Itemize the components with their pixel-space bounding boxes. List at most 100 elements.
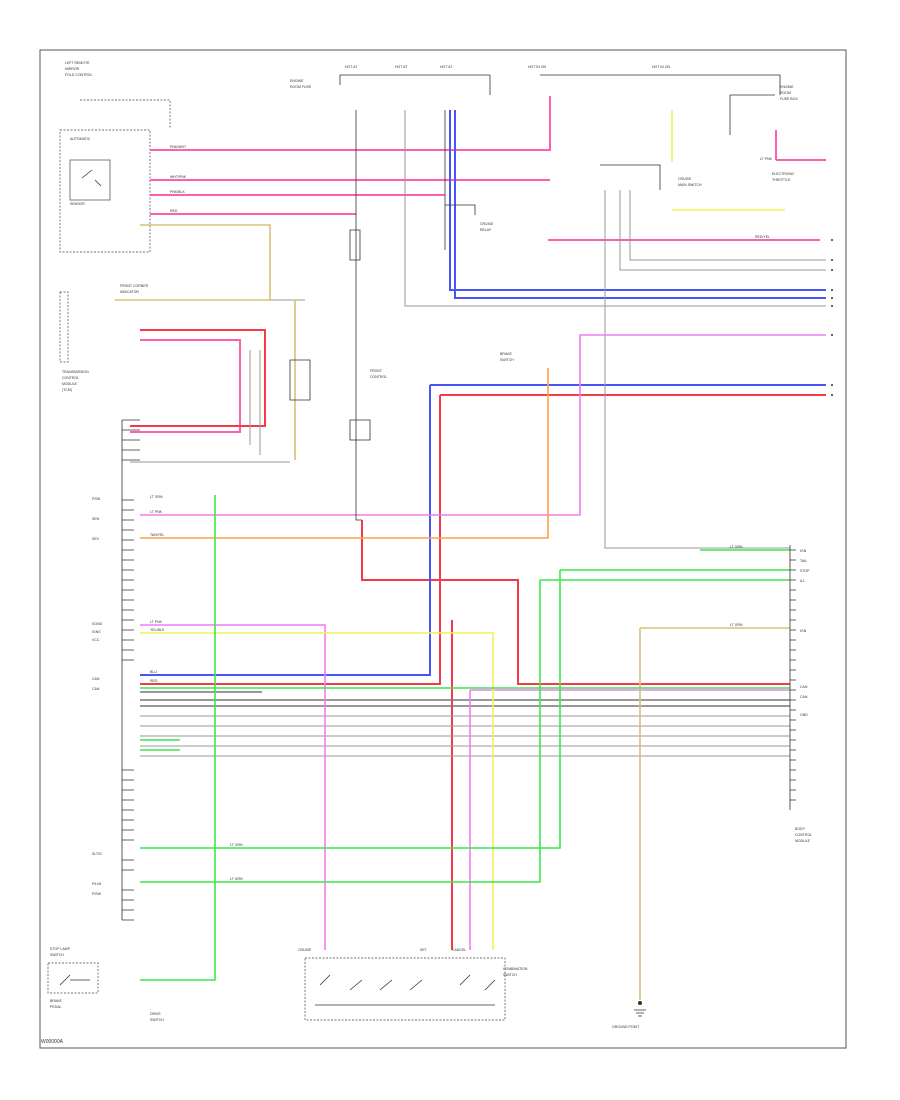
top-labels: ENGINE ROOM FUSE HOT AT HOT AT HOT AT HO…: [120, 65, 798, 379]
diagram-frame: [39, 49, 847, 1049]
svg-text:BRAKE: BRAKE: [500, 352, 513, 356]
svg-text:FRONT: FRONT: [370, 369, 383, 373]
svg-text:SWITCH: SWITCH: [50, 953, 64, 957]
diagram-code: W00000A: [41, 1039, 63, 1045]
svg-text:ROOM FUSE: ROOM FUSE: [290, 85, 312, 89]
gray-wires: [130, 110, 826, 757]
svg-text:WHT/PNK: WHT/PNK: [170, 175, 187, 179]
ground-point: GROUND POINT: [612, 1001, 646, 1029]
body-control-module: IGN TAIL STOP ILL IGN CAN CAN GND BODY C…: [789, 545, 812, 843]
svg-text:ENGINE: ENGINE: [290, 79, 304, 83]
svg-text:LT GRN: LT GRN: [730, 623, 743, 627]
svg-text:SGND: SGND: [92, 622, 103, 626]
svg-text:PEDAL: PEDAL: [50, 1005, 62, 1009]
automatic-mirror-component: AUTOMATIC SENSOR LEFT REMOTE MIRROR FOLD…: [59, 61, 171, 253]
svg-text:HOT AT: HOT AT: [395, 65, 408, 69]
svg-text:TAN/YEL: TAN/YEL: [150, 533, 164, 537]
svg-text:VCC: VCC: [92, 638, 100, 642]
svg-text:STOP LAMP: STOP LAMP: [50, 947, 71, 951]
svg-text:AUTOMATIC: AUTOMATIC: [70, 137, 91, 141]
svg-text:LT PNK: LT PNK: [150, 620, 163, 624]
svg-text:BRAKE: BRAKE: [50, 999, 63, 1003]
svg-text:CANCEL: CANCEL: [452, 948, 466, 952]
svg-text:SENSOR: SENSOR: [70, 202, 85, 206]
svg-text:SLT/G: SLT/G: [92, 852, 102, 856]
svg-text:CONTROL: CONTROL: [795, 833, 812, 837]
svg-text:CONTROL: CONTROL: [62, 376, 79, 380]
svg-text:CRUISE: CRUISE: [678, 177, 692, 181]
svg-text:COMBINATION: COMBINATION: [503, 967, 528, 971]
svg-text:MODULE: MODULE: [62, 382, 78, 386]
svg-text:LT GRN: LT GRN: [730, 545, 743, 549]
svg-text:SWITCH: SWITCH: [150, 1018, 164, 1022]
svg-text:THROTTLE: THROTTLE: [772, 178, 791, 182]
svg-text:LT PNK: LT PNK: [150, 510, 163, 514]
svg-text:HOT AT: HOT AT: [440, 65, 453, 69]
svg-text:FRONT CORNER: FRONT CORNER: [120, 284, 149, 288]
orange-yellow-tan-wires: [115, 110, 790, 1000]
svg-text:SEN: SEN: [92, 517, 100, 521]
svg-text:INDICATOR: INDICATOR: [120, 290, 139, 294]
svg-text:P/LIM: P/LIM: [92, 882, 101, 886]
svg-text:RELAY: RELAY: [480, 228, 492, 232]
svg-text:SWITCH: SWITCH: [503, 973, 517, 977]
blue-wires: [140, 110, 826, 676]
svg-text:(TCM): (TCM): [62, 388, 72, 392]
svg-text:MODULE: MODULE: [795, 839, 811, 843]
svg-text:DRIVE: DRIVE: [150, 1012, 161, 1016]
svg-text:CRUISE: CRUISE: [298, 948, 312, 952]
svg-text:ROOM: ROOM: [780, 91, 791, 95]
svg-text:CAN: CAN: [800, 695, 808, 699]
svg-text:STOP: STOP: [800, 569, 810, 573]
svg-text:PNK/BLK: PNK/BLK: [170, 190, 185, 194]
svg-text:LT GRN: LT GRN: [150, 495, 163, 499]
svg-text:FUSE BOX: FUSE BOX: [780, 97, 798, 101]
svg-text:TRANSMISSION: TRANSMISSION: [62, 370, 89, 374]
svg-text:LT GRN: LT GRN: [230, 843, 243, 847]
svg-text:IGNS: IGNS: [92, 630, 101, 634]
svg-text:CAN: CAN: [92, 687, 100, 691]
svg-text:CAN: CAN: [92, 677, 100, 681]
svg-text:LT GRN: LT GRN: [230, 877, 243, 881]
svg-text:CRUISE: CRUISE: [480, 222, 494, 226]
svg-text:RED/YEL: RED/YEL: [755, 235, 770, 239]
svg-text:HOT IN ON: HOT IN ON: [652, 65, 670, 69]
svg-text:GND: GND: [800, 713, 808, 717]
svg-text:CONTROL: CONTROL: [370, 375, 387, 379]
red-wires: [130, 329, 826, 950]
svg-text:SEV: SEV: [92, 537, 100, 541]
svg-text:HOT IN ON: HOT IN ON: [528, 65, 546, 69]
svg-text:CAN: CAN: [800, 685, 808, 689]
svg-text:GROUND POINT: GROUND POINT: [612, 1025, 640, 1029]
svg-text:BLU: BLU: [150, 670, 157, 674]
left-pin-column: P/SB SEN SEV SGND IGNS VCC CAN CAN SLT/G…: [92, 497, 134, 921]
svg-text:SWITCH: SWITCH: [500, 358, 514, 362]
brake-switch-component: STOP LAMP SWITCH BRAKE PEDAL DRIVE SWITC…: [47, 947, 164, 1022]
svg-text:P/SB: P/SB: [92, 497, 101, 501]
svg-text:FOLD CONTROL: FOLD CONTROL: [65, 73, 92, 77]
svg-text:LEFT REMOTE: LEFT REMOTE: [65, 61, 90, 65]
combination-switch: CRUISE SET CANCEL COMBINATION SWITCH: [298, 948, 528, 1021]
svg-text:RED: RED: [170, 209, 178, 213]
svg-text:MAIN SWITCH: MAIN SWITCH: [678, 183, 702, 187]
svg-text:P/SW: P/SW: [92, 892, 102, 896]
svg-text:TAIL: TAIL: [800, 559, 807, 563]
svg-text:BODY: BODY: [795, 827, 806, 831]
black-wires: [289, 74, 781, 521]
svg-text:MIRROR: MIRROR: [65, 67, 80, 71]
tcm-component: TRANSMISSION CONTROL MODULE (TCM): [59, 291, 140, 920]
svg-text:LT PNK: LT PNK: [760, 157, 773, 161]
svg-text:ELECTRONIC: ELECTRONIC: [772, 172, 795, 176]
svg-text:ENGINE: ENGINE: [780, 85, 794, 89]
wire-tags: PNK/WHT WHT/PNK PNK/BLK RED LT GRN LT PN…: [150, 145, 773, 881]
svg-text:PNK/WHT: PNK/WHT: [170, 145, 187, 149]
svg-text:IGN: IGN: [800, 629, 807, 633]
green-wires: [140, 495, 790, 981]
svg-text:HOT AT: HOT AT: [345, 65, 358, 69]
svg-text:IGN: IGN: [800, 549, 807, 553]
right-terminals: [831, 239, 833, 396]
svg-text:ILL: ILL: [800, 579, 805, 583]
magenta-wires: [140, 334, 826, 950]
pink-wires: [130, 96, 826, 433]
